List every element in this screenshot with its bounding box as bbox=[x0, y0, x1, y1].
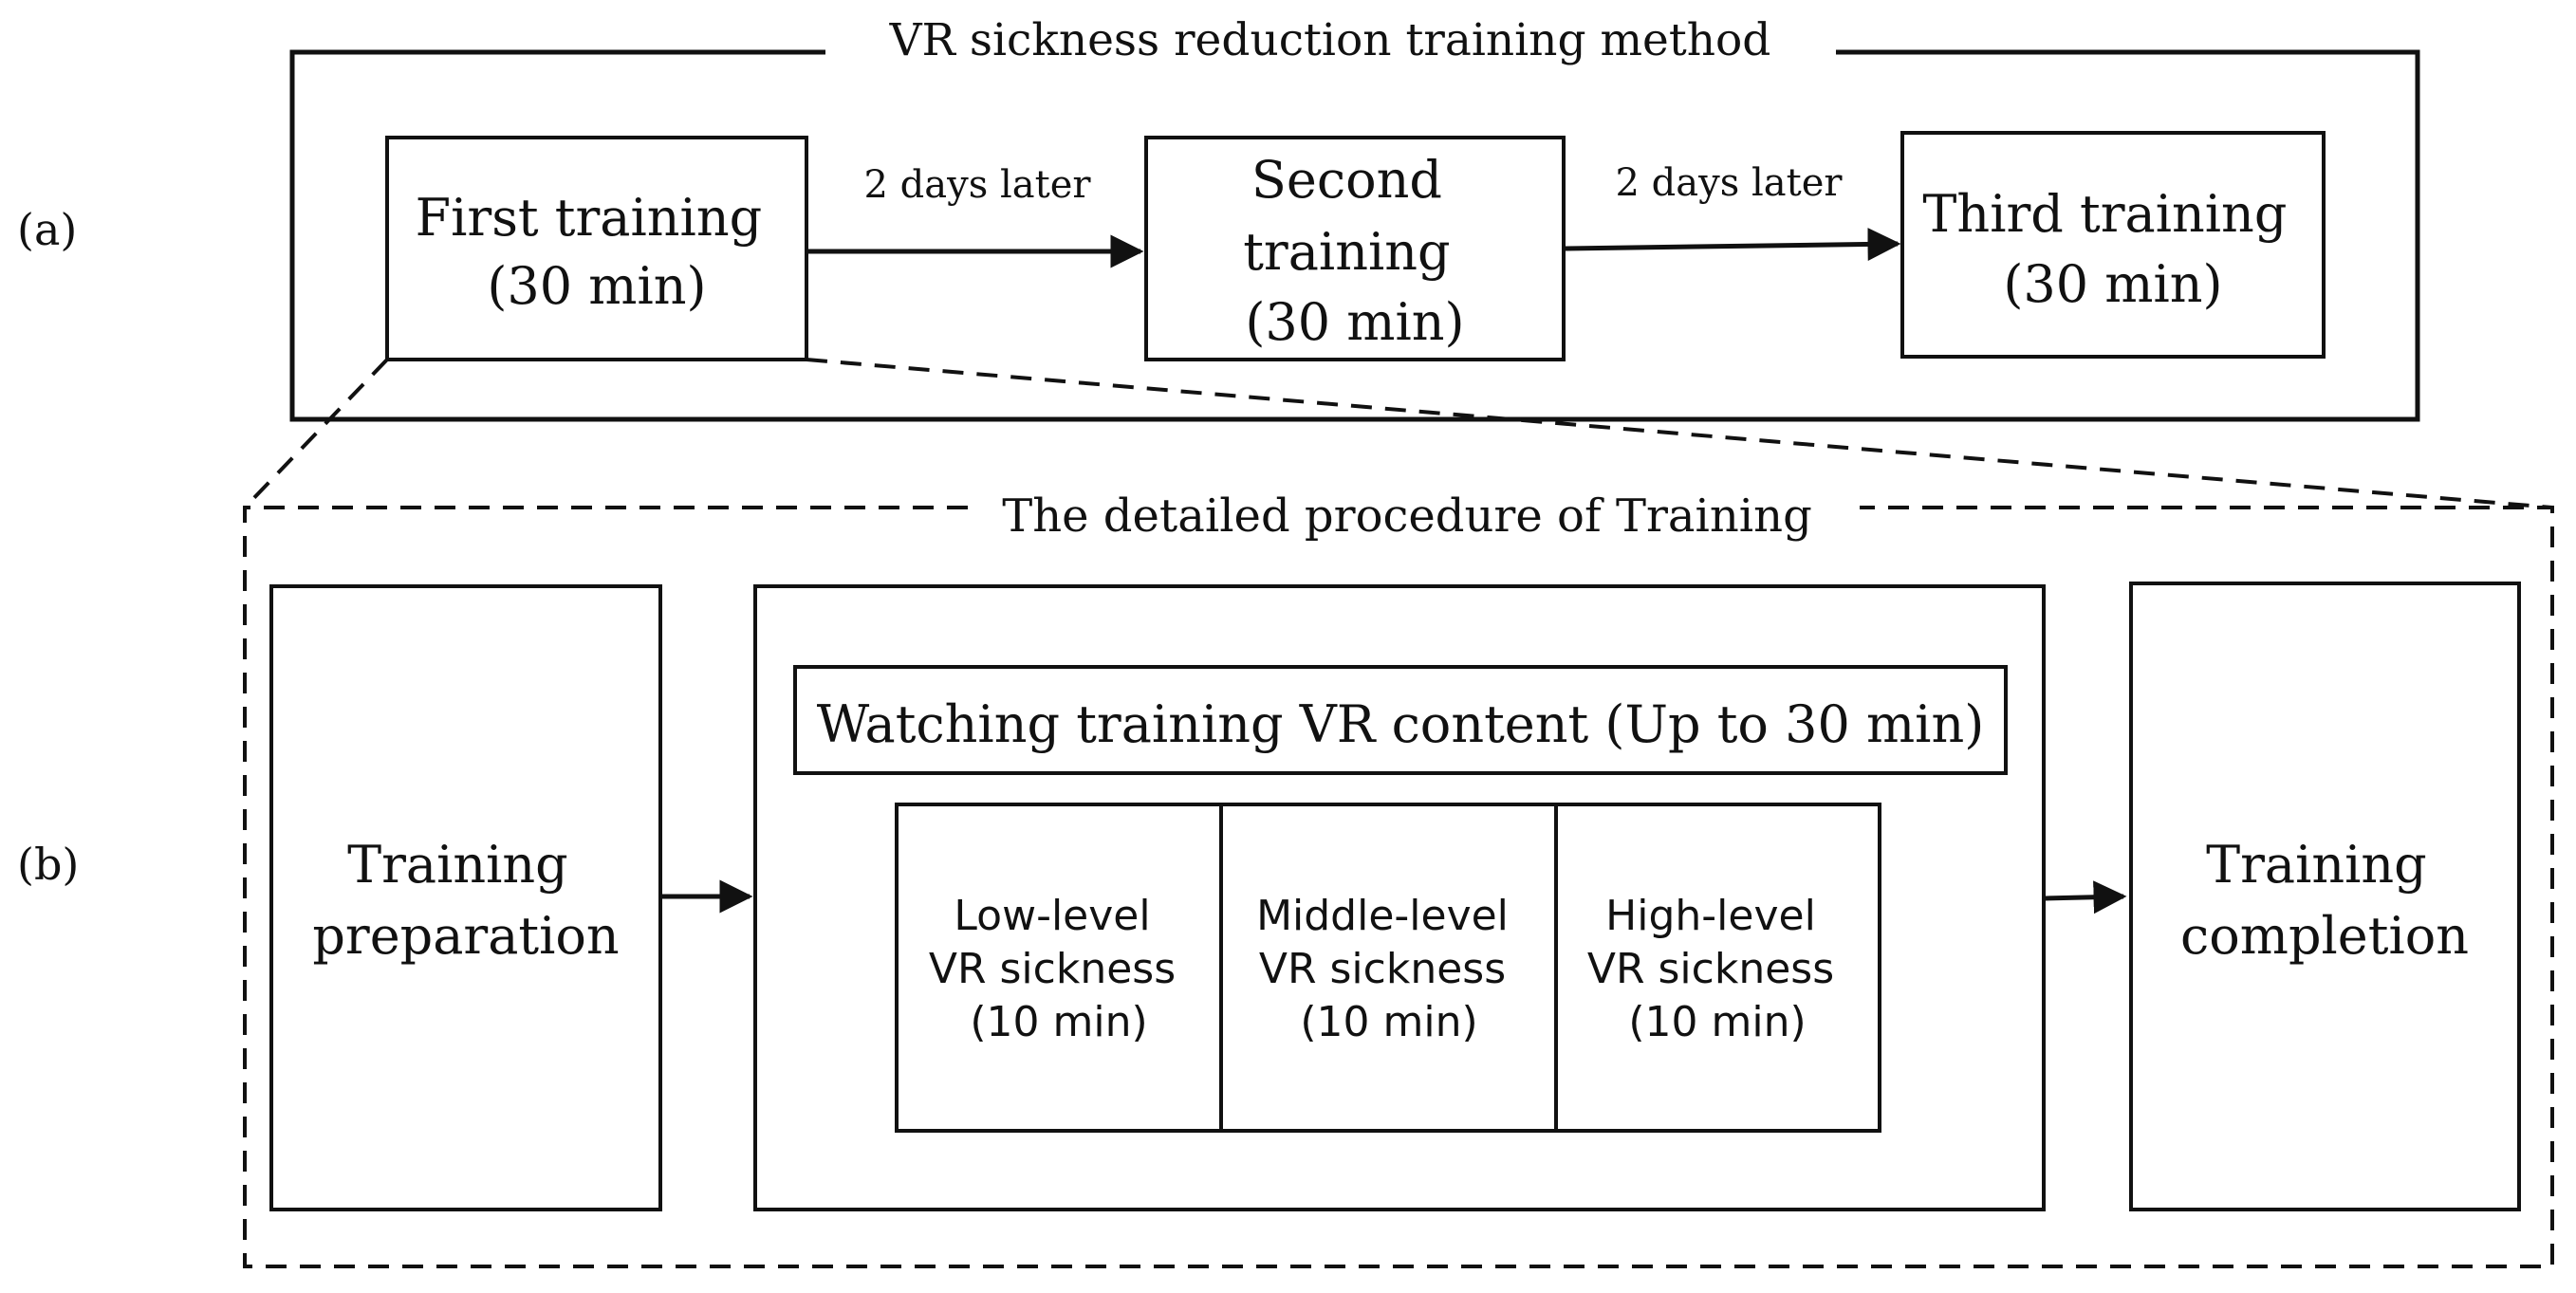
training-preparation-line-2: preparation bbox=[312, 906, 619, 966]
zoom-line-left bbox=[243, 358, 389, 509]
connector-label-2: 2 days later bbox=[1616, 161, 1844, 205]
watching-content-box bbox=[793, 665, 2008, 775]
panel-b-frame bbox=[243, 506, 2554, 1268]
training-completion-line-2: completion bbox=[2180, 906, 2469, 966]
panel-a-frame bbox=[289, 49, 2420, 422]
third-training-text: Third training (30 min) bbox=[1922, 184, 2303, 314]
third-training-line-1: Third training bbox=[1922, 184, 2287, 244]
second-training-text: Second training (30 min) bbox=[1243, 150, 1467, 352]
second-training-line-2: training bbox=[1243, 222, 1450, 282]
high-level-line-2: VR sickness bbox=[1587, 945, 1834, 993]
training-completion-box bbox=[2129, 582, 2521, 1211]
second-training-line-3: (30 min) bbox=[1245, 292, 1464, 352]
levels-box bbox=[895, 803, 1881, 1133]
third-training-box bbox=[1900, 131, 2326, 359]
panel-a-title: VR sickness reduction training method bbox=[889, 14, 1771, 66]
first-training-line-1: First training bbox=[416, 188, 763, 248]
middle-level-line-2: VR sickness bbox=[1259, 945, 1506, 993]
panel-a-label: (a) bbox=[17, 204, 77, 255]
second-training-box bbox=[1144, 136, 1566, 361]
high-level-text: High-level VR sickness (10 min) bbox=[1587, 892, 1847, 1046]
low-level-line-1: Low-level bbox=[954, 892, 1150, 940]
low-level-line-3: (10 min) bbox=[970, 998, 1147, 1046]
zoom-line-right bbox=[806, 358, 2553, 509]
training-preparation-line-1: Training bbox=[347, 835, 568, 895]
third-training-line-2: (30 min) bbox=[2003, 254, 2222, 314]
watching-content-text: Watching training VR content (Up to 30 m… bbox=[817, 694, 1985, 754]
panel-b-label: (b) bbox=[17, 839, 79, 890]
middle-level-text: Middle-level VR sickness (10 min) bbox=[1256, 892, 1522, 1046]
middle-level-line-3: (10 min) bbox=[1300, 998, 1477, 1046]
panel-b-title: The detailed procedure of Training bbox=[1002, 489, 1812, 543]
first-training-line-2: (30 min) bbox=[487, 256, 706, 316]
low-level-text: Low-level VR sickness (10 min) bbox=[929, 892, 1189, 1046]
low-level-line-2: VR sickness bbox=[929, 945, 1176, 993]
arrow-watching-to-completion bbox=[2045, 880, 2127, 914]
high-level-line-1: High-level bbox=[1605, 892, 1816, 940]
training-completion-text: Training completion bbox=[2180, 835, 2469, 966]
connector-label-1: 2 days later bbox=[864, 163, 1092, 207]
middle-level-line-1: Middle-level bbox=[1256, 892, 1509, 940]
high-level-line-3: (10 min) bbox=[1628, 998, 1806, 1046]
second-training-line-1: Second bbox=[1251, 150, 1442, 210]
first-training-text: First training (30 min) bbox=[416, 188, 779, 316]
training-completion-line-1: Training bbox=[2206, 835, 2427, 895]
training-preparation-box bbox=[269, 584, 662, 1211]
training-preparation-text: Training preparation bbox=[312, 835, 619, 966]
arrow-second-to-third bbox=[1565, 227, 1901, 261]
first-training-box bbox=[385, 136, 808, 361]
